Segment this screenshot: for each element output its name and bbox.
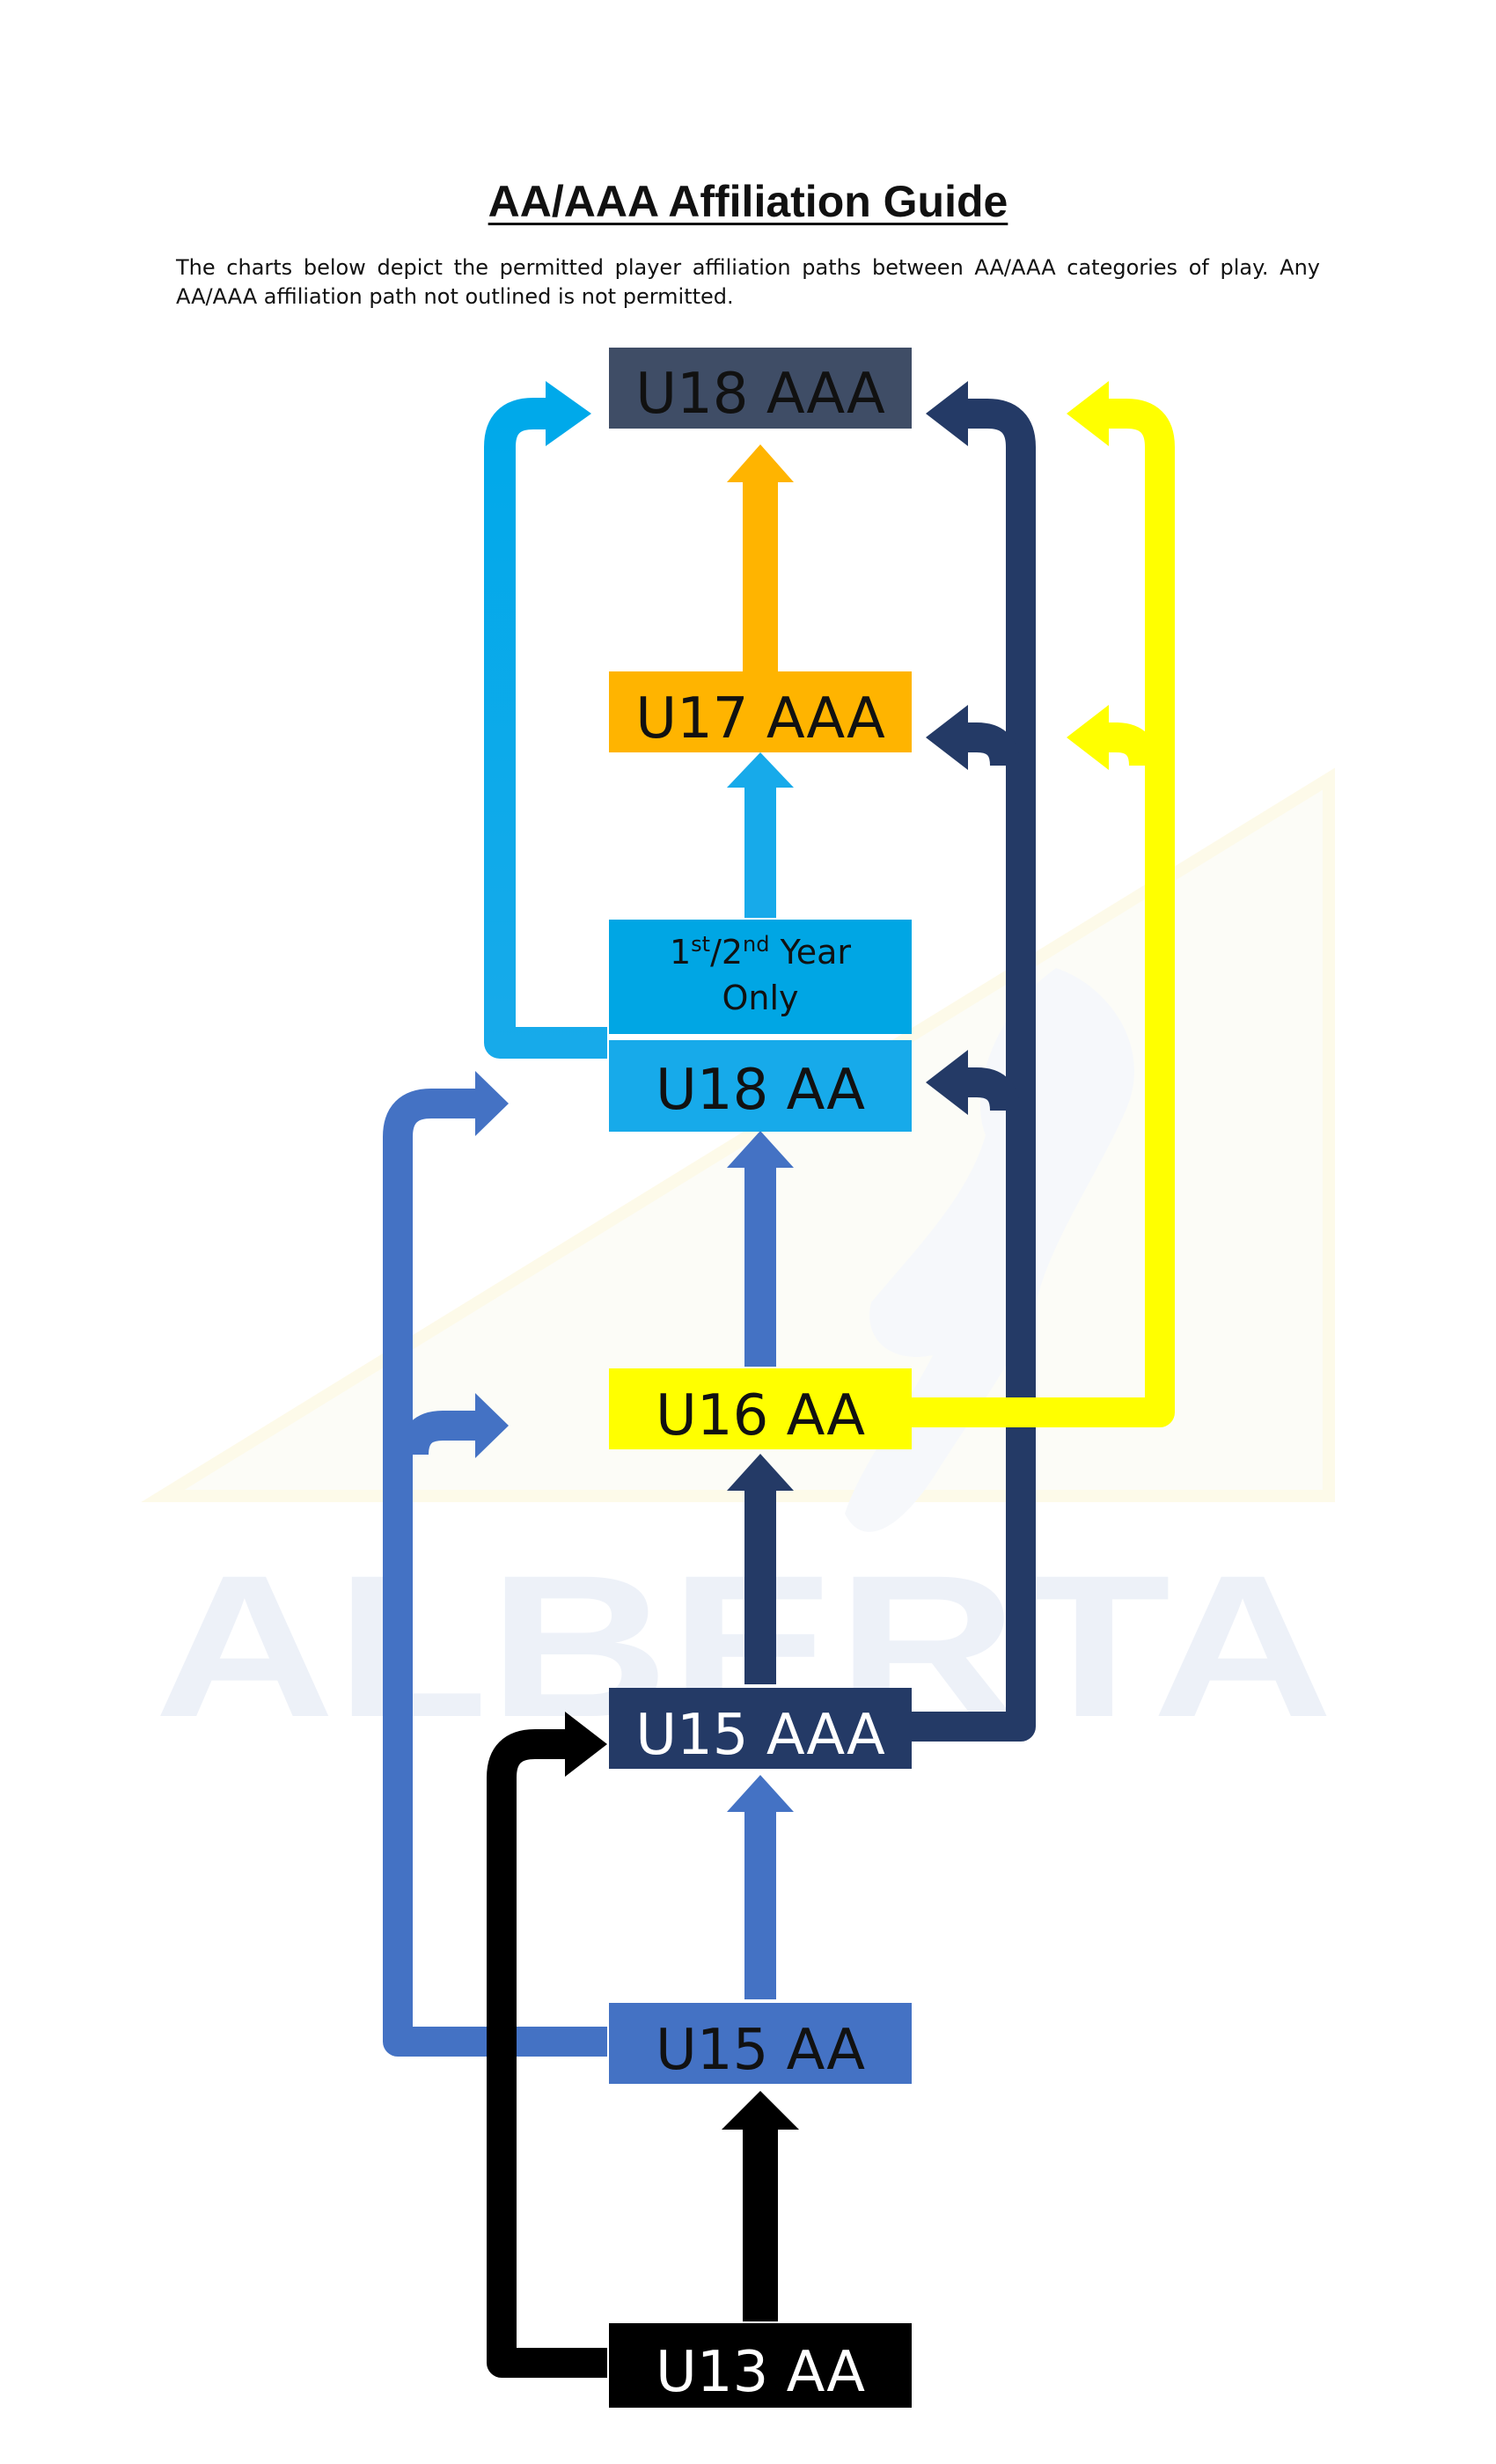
box-u15aa: U15 AA <box>609 2003 912 2084</box>
stem-u16aa-to-u18aa <box>744 1166 776 1367</box>
arrow-u18aa-to-u18aaa <box>484 398 607 1059</box>
blue-arrowheads <box>475 1071 509 1458</box>
note-line2: Only <box>722 979 798 1017</box>
box-u17aaa-label: U17 AAA <box>635 686 885 752</box>
note-line1: 1st/2nd Year <box>670 932 851 972</box>
box-u18aa-label: U18 AA <box>656 1058 865 1123</box>
box-u16aa-label: U16 AA <box>656 1383 865 1448</box>
box-u18aaa: U18 AAA <box>609 348 912 429</box>
stem-u15aaa-to-u16aa <box>744 1489 776 1684</box>
note-sup1: st <box>691 932 710 957</box>
arrow-u16aa-to-aaa <box>906 399 1175 1427</box>
page-title: AA/AAA Affiliation Guide <box>488 177 1008 226</box>
arrowhead-u13aa-to-u15aaa <box>565 1712 607 1777</box>
head-u15aaa-to-u16aa <box>727 1454 794 1491</box>
box-u13aa: U13 AA <box>609 2323 912 2408</box>
note-sup2: nd <box>743 932 769 957</box>
box-u15aa-label: U15 AA <box>656 2018 865 2083</box>
head-u15aa-to-u15aaa <box>727 1775 794 1812</box>
stem-u13aa-to-u15aa <box>743 2128 778 2321</box>
intro-paragraph: The charts below depict the permitted pl… <box>176 255 1320 309</box>
head-u13aa-to-u15aa <box>722 2091 799 2130</box>
watermark-player-icon <box>845 968 1134 1532</box>
box-u15aaa: U15 AAA <box>609 1688 912 1769</box>
box-u13aa-label: U13 AA <box>656 2340 865 2405</box>
note-slash: /2 <box>710 933 743 972</box>
yellow-arrowheads <box>1067 381 1109 770</box>
head-note-to-u17aaa <box>727 752 794 788</box>
box-u15aaa-label: U15 AAA <box>635 1703 885 1768</box>
box-u18aa: U18 AA <box>609 1040 912 1132</box>
note-num: 1 <box>670 933 691 972</box>
head-u16aa-to-u18aa <box>727 1131 794 1168</box>
stem-note-to-u17aaa <box>744 786 776 918</box>
arrow-u13aa-to-u15aaa <box>487 1729 607 2378</box>
navy-arrowheads <box>926 381 968 1115</box>
stem-u15aa-to-u15aaa <box>744 1810 776 1999</box>
note-year: Year <box>770 933 852 972</box>
center-arrows <box>722 444 799 2321</box>
head-u17aaa-to-u18aaa <box>727 444 794 482</box>
arrow-u15aaa-to-upper <box>906 399 1036 1742</box>
box-note: 1st/2nd Year Only <box>609 920 912 1034</box>
box-u16aa: U16 AA <box>609 1368 912 1449</box>
box-u18aaa-label: U18 AAA <box>635 362 885 427</box>
stem-u17aaa-to-u18aaa <box>743 480 778 671</box>
box-u17aaa: U17 AAA <box>609 671 912 752</box>
arrowhead-u18aa-to-u18aaa <box>546 381 591 446</box>
arrow-u15aa-to-u16aa-u18aa <box>383 1089 607 2057</box>
